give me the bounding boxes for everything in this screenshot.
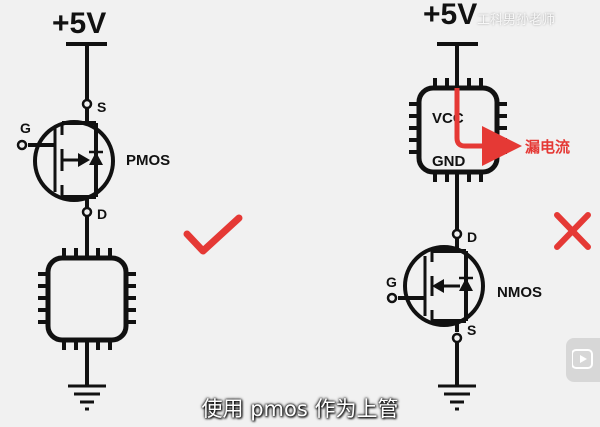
right-pin-s-dot xyxy=(451,332,463,344)
right-nmos-symbol xyxy=(398,238,485,332)
left-pin-g-label: G xyxy=(20,120,31,136)
watermark-text: 工科男孙老师 xyxy=(477,13,556,28)
right-circuit: +5V VCC GND D xyxy=(386,0,542,411)
right-pin-g-label: G xyxy=(386,274,397,290)
leakage-current-arrow xyxy=(454,88,522,166)
left-pin-d-label: D xyxy=(97,206,107,222)
right-pin-d-label: D xyxy=(467,229,477,245)
play-button[interactable] xyxy=(566,338,600,382)
check-icon xyxy=(183,214,243,255)
left-circuit: +5V S G PMOS D xyxy=(16,7,170,411)
right-pin-g-dot xyxy=(386,292,398,304)
ground-icon xyxy=(438,384,476,411)
left-pin-g-dot xyxy=(16,139,28,151)
video-subtitle: 使用 pmos 作为上管 xyxy=(201,397,399,421)
left-pin-d-dot xyxy=(81,206,93,218)
right-pin-s-label: S xyxy=(467,322,476,338)
left-supply-label: +5V xyxy=(52,7,106,40)
right-pin-d-dot xyxy=(451,228,463,240)
left-pin-s-dot xyxy=(81,98,93,110)
right-mosfet-type-label: NMOS xyxy=(497,284,542,301)
right-supply-label: +5V xyxy=(423,0,477,31)
left-mosfet-type-label: PMOS xyxy=(126,152,170,169)
left-chip xyxy=(38,248,136,350)
ground-icon xyxy=(68,384,106,411)
left-pin-s-label: S xyxy=(97,99,106,115)
cross-icon xyxy=(554,212,591,250)
left-pmos-symbol xyxy=(28,108,115,208)
chip-gnd-label: GND xyxy=(432,153,466,170)
play-icon xyxy=(572,349,593,369)
leakage-current-label: 漏电流 xyxy=(525,138,570,156)
